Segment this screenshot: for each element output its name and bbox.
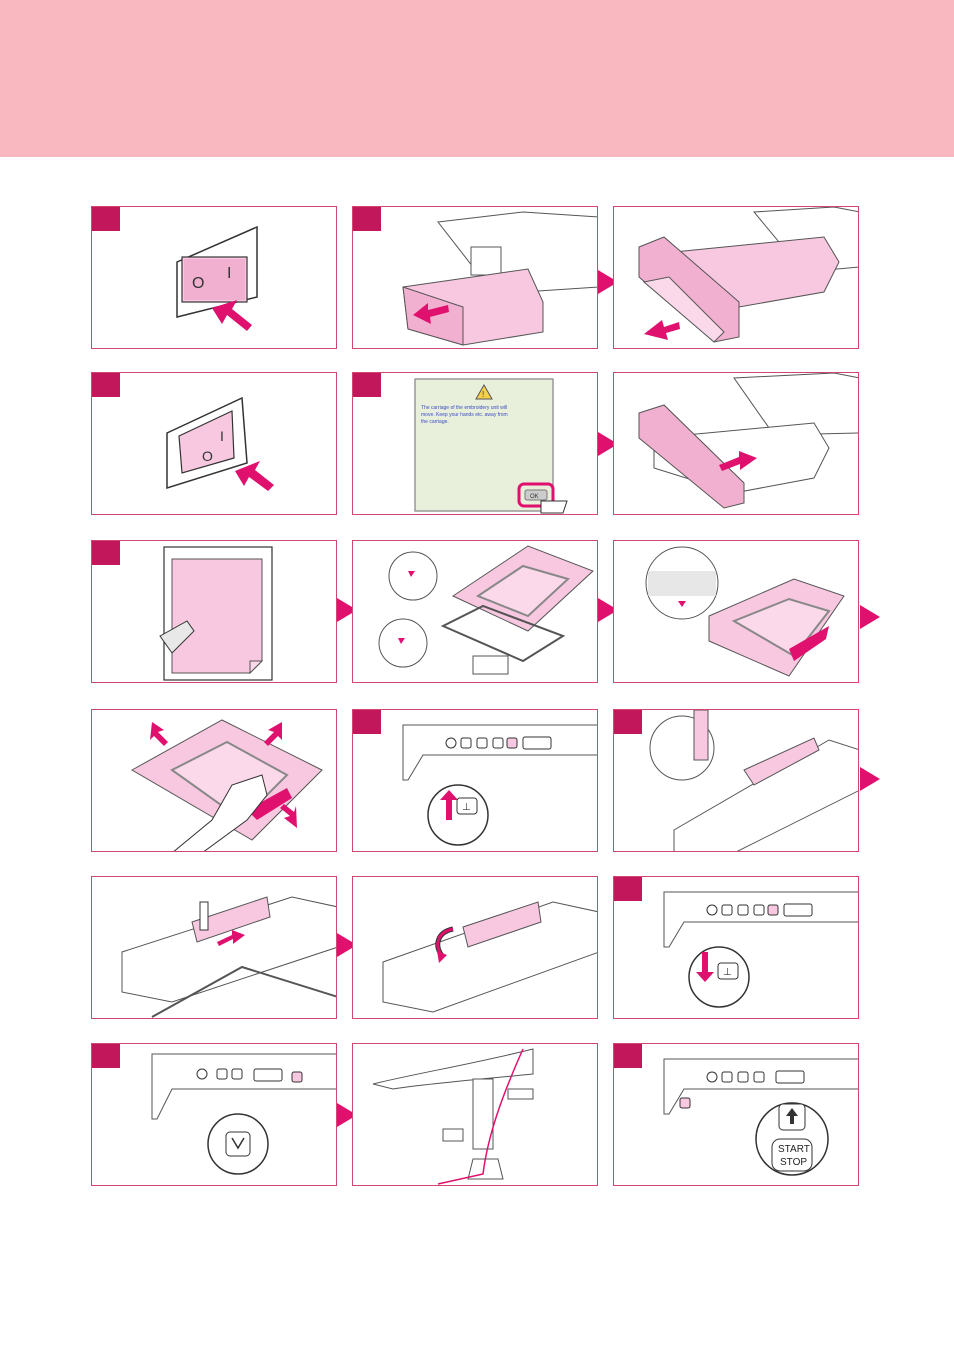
lock-lever-icon (353, 877, 598, 1019)
svg-text:⊥: ⊥ (462, 802, 471, 813)
threaded-needle-panel (352, 1043, 598, 1186)
switch-off-label: O (202, 448, 213, 464)
embroidery-unit-icon (614, 373, 859, 515)
svg-text:⊥: ⊥ (723, 967, 732, 978)
fabric-tighten-panel (91, 709, 337, 852)
start-stop-icon: START STOP (614, 1044, 859, 1186)
rocker-switch-icon: O I (92, 207, 337, 349)
hoop-holder-icon (92, 877, 337, 1019)
carriage-move-panel (613, 372, 859, 515)
presser-foot-lever-icon: ⊥ (353, 710, 598, 852)
embroidery-unit-icon (614, 207, 859, 349)
flow-arrow (860, 605, 880, 629)
lcd-screen: ! The carriage of the embroidery unit wi… (353, 373, 598, 515)
hoop-icon (353, 541, 598, 683)
hoop-icon (614, 541, 859, 683)
stabilizer-iron-panel (91, 540, 337, 683)
stop-label: STOP (780, 1157, 807, 1168)
flow-arrow (860, 767, 880, 791)
fabric-align-panel (613, 540, 859, 683)
power-switch-panel: O I (91, 372, 337, 515)
presser-foot-down-panel: ⊥ (613, 876, 859, 1019)
sewing-machine-icon (353, 207, 598, 349)
power-switch-on-panel: O I (91, 206, 337, 349)
start-stop-panel: START STOP (613, 1043, 859, 1186)
flatbed-removal-panel (352, 206, 598, 349)
needle-icon (353, 1044, 598, 1186)
switch-on-label: I (227, 265, 231, 282)
presser-foot-up-panel: ⊥ (352, 709, 598, 852)
lcd-message-line: the carriage. (421, 419, 449, 425)
lcd-message-line: move. Keep your hands etc. away from (421, 412, 508, 418)
svg-text:!: ! (482, 390, 484, 399)
iron-icon (92, 541, 337, 683)
hoop-holder-panel (613, 709, 859, 852)
start-label: START (778, 1144, 810, 1155)
switch-on-label: I (220, 428, 224, 444)
lcd-ok-label: OK (530, 494, 539, 500)
hoop-insert-panel (91, 876, 337, 1019)
lcd-warning-panel: ! The carriage of the embroidery unit wi… (352, 372, 598, 515)
hoop-fabric-panel (352, 540, 598, 683)
switch-off-label: O (192, 275, 204, 292)
needle-threading-panel (91, 1043, 337, 1186)
hoop-lock-panel (352, 876, 598, 1019)
presser-foot-lever-icon: ⊥ (614, 877, 859, 1019)
hand-icon (92, 710, 337, 852)
needle-threader-icon (92, 1044, 337, 1186)
header-band (0, 0, 954, 157)
embroidery-unit-attach-panel (613, 206, 859, 349)
rocker-switch-icon: O I (92, 373, 337, 515)
lcd-message-line: The carriage of the embroidery unit will (421, 405, 507, 411)
hoop-holder-icon (614, 710, 859, 852)
